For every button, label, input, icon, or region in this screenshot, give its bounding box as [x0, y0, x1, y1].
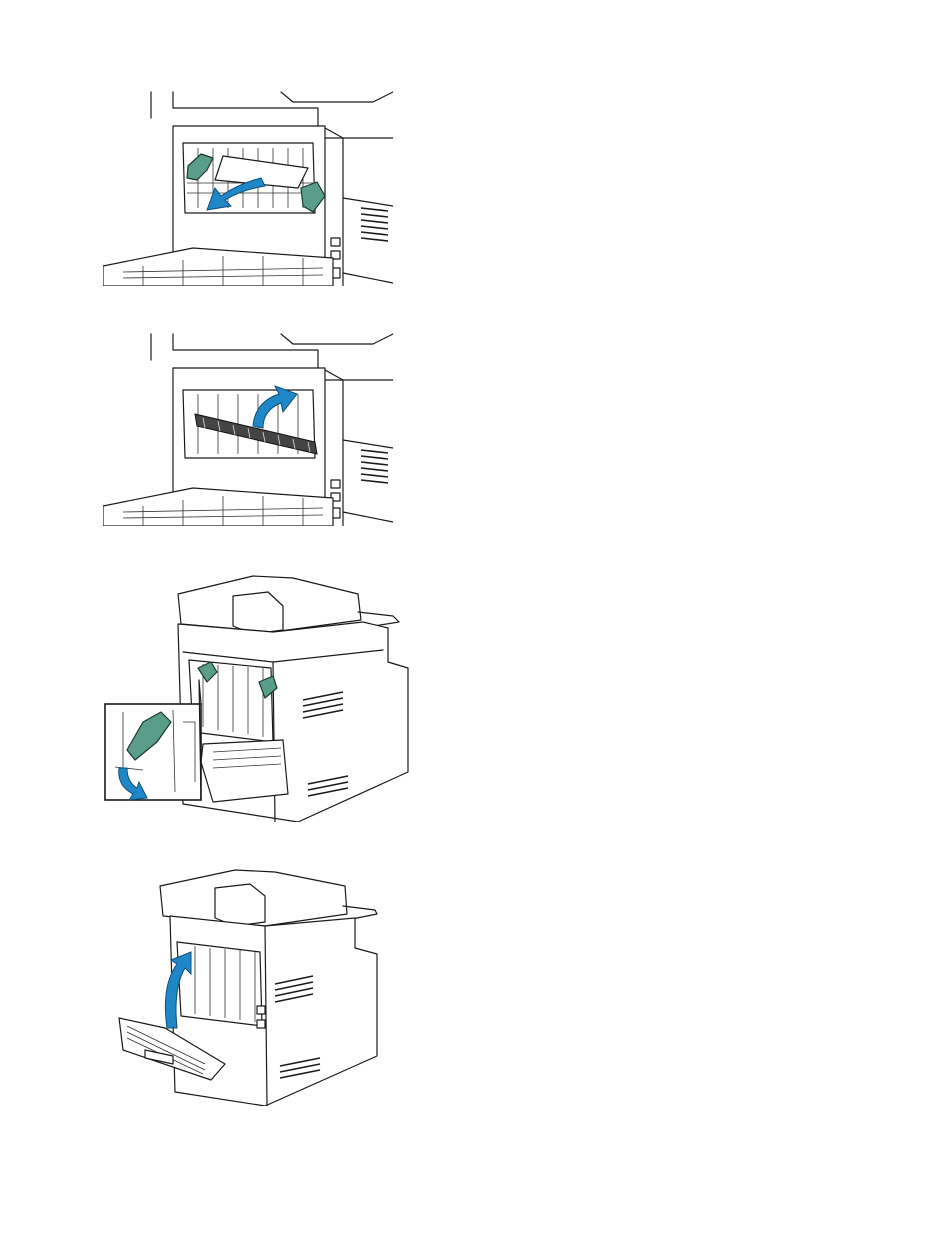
close-rear-door-illustration — [115, 866, 385, 1106]
remove-paper-from-fuser-illustration — [103, 88, 393, 286]
lower-fuser-levers-illustration — [103, 572, 413, 822]
close-fuser-cover-illustration — [103, 330, 393, 526]
